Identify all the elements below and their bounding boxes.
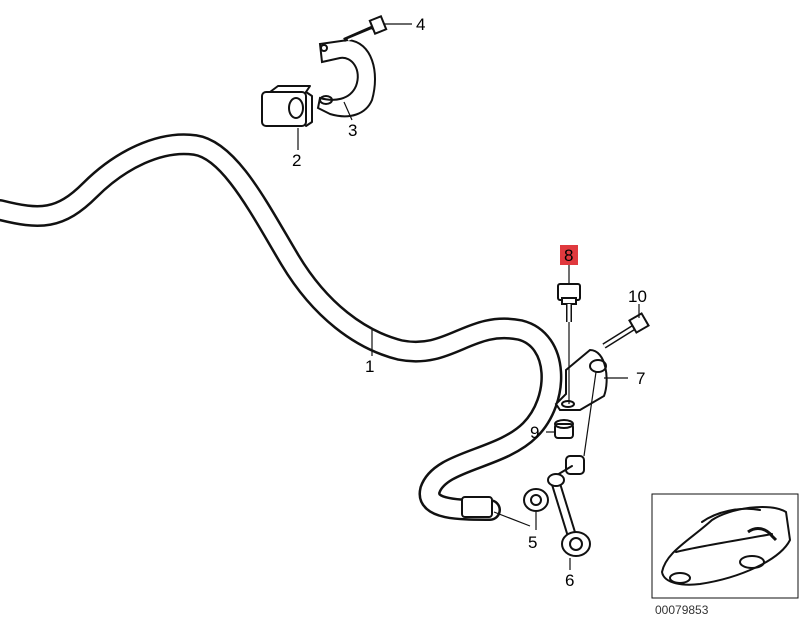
bolt-8-part[interactable]: [557, 283, 581, 322]
callout-4[interactable]: 4: [416, 15, 425, 34]
callout-6[interactable]: 6: [565, 571, 574, 590]
bushing-5-part[interactable]: [523, 488, 549, 512]
callout-9[interactable]: 9: [530, 423, 539, 442]
bolt-4-part[interactable]: [343, 14, 388, 42]
callout-5[interactable]: 5: [528, 533, 537, 552]
car-locator-thumbnail: [651, 493, 799, 599]
callout-8[interactable]: 8: [564, 246, 573, 265]
stabilizer-bar[interactable]: [0, 133, 563, 521]
callout-10[interactable]: 10: [628, 287, 647, 306]
highlight-box: [560, 245, 578, 265]
callout-1[interactable]: 1: [365, 357, 374, 376]
clamp-bracket-part[interactable]: [316, 38, 376, 118]
bracket-7-part[interactable]: [554, 348, 608, 411]
callout-2[interactable]: 2: [292, 151, 301, 170]
link-rod-6-part[interactable]: [547, 455, 591, 557]
bolt-10-part[interactable]: [602, 312, 650, 349]
diagram-id: 00079853: [655, 603, 709, 617]
rubber-mount-part[interactable]: [261, 85, 313, 127]
callout-3[interactable]: 3: [348, 121, 357, 140]
callout-7[interactable]: 7: [636, 369, 645, 388]
location-marker: [747, 527, 778, 542]
nut-9-part[interactable]: [554, 419, 574, 439]
leader-lines: [297, 23, 640, 570]
